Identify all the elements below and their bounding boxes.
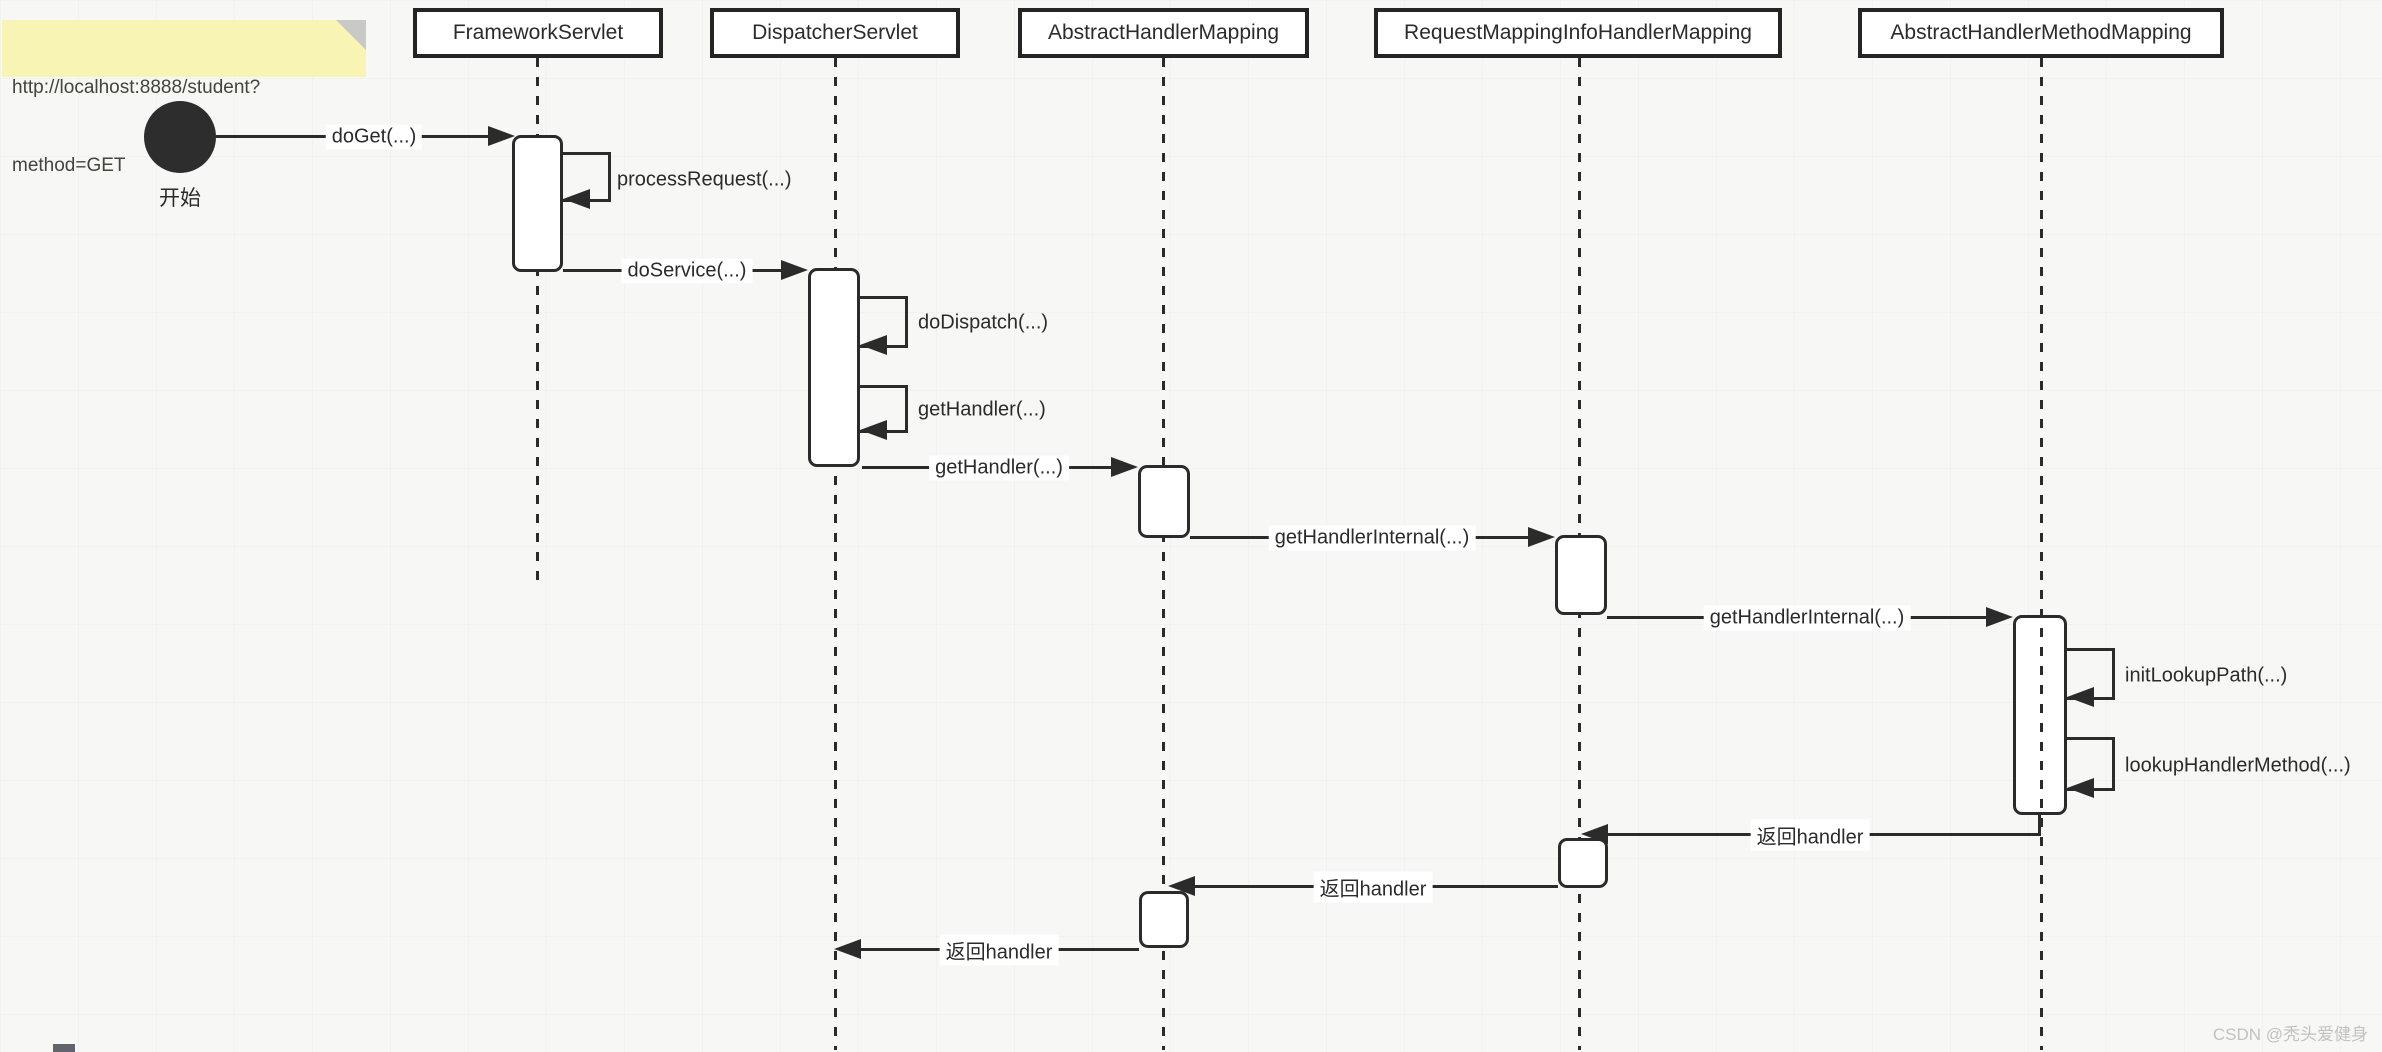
participant-label: AbstractHandlerMapping bbox=[1047, 21, 1280, 44]
lifeline-dispatcherservlet bbox=[834, 58, 837, 1050]
message-label-gethandler-self: getHandler(...) bbox=[918, 398, 1046, 421]
participant-label: RequestMappingInfoHandlerMapping bbox=[1404, 21, 1752, 44]
activation-abstracthandlermapping-1 bbox=[1138, 465, 1190, 538]
lifeline-abstracthandlermethodmapping bbox=[2040, 58, 2043, 1050]
return1-connector bbox=[2038, 815, 2041, 835]
return-3-arrowhead bbox=[834, 939, 861, 959]
return-1-arrowhead bbox=[1581, 824, 1608, 844]
lifeline-abstracthandlermapping bbox=[1162, 58, 1165, 1050]
gethandler-self-arrowhead bbox=[860, 420, 887, 440]
start-node bbox=[144, 101, 216, 173]
gethandler-arrowhead bbox=[1111, 457, 1138, 477]
message-label-gethandlerinternal-1: getHandlerInternal(...) bbox=[1268, 525, 1476, 551]
message-label-return-3: 返回handler bbox=[939, 934, 1059, 966]
initlookuppath-arrowhead bbox=[2067, 687, 2094, 707]
lookuphandlermethod-arrowhead bbox=[2067, 778, 2094, 798]
note-line-2: method=GET bbox=[12, 155, 126, 176]
screen-edge-artifact bbox=[53, 1044, 75, 1052]
doservice-arrowhead bbox=[781, 260, 808, 280]
activation-frameworkservlet bbox=[512, 135, 563, 272]
csdn-watermark: CSDN @秃头爱健身 bbox=[2212, 1025, 2368, 1044]
note-folded-corner-icon bbox=[336, 20, 366, 50]
note-line-1: http://localhost:8888/student? bbox=[12, 77, 261, 98]
return-2-arrowhead bbox=[1168, 876, 1195, 896]
participant-abstracthandlermethodmapping: AbstractHandlerMethodMapping bbox=[1858, 8, 2224, 58]
message-label-lookuphandlermethod: lookupHandlerMethod(...) bbox=[2125, 754, 2351, 777]
activation-requestmappinginfohandlermapping-2 bbox=[1558, 838, 1608, 888]
message-label-return-2: 返回handler bbox=[1313, 871, 1433, 903]
message-label-doservice: doService(...) bbox=[621, 258, 753, 284]
message-label-doget: doGet(...) bbox=[325, 124, 423, 150]
start-node-label: 开始 bbox=[159, 187, 201, 210]
message-label-gethandlerinternal-2: getHandlerInternal(...) bbox=[1703, 605, 1911, 631]
gethandlerinternal-2-arrowhead bbox=[1986, 607, 2013, 627]
participant-dispatcherservlet: DispatcherServlet bbox=[710, 8, 960, 58]
message-label-return-1: 返回handler bbox=[1750, 819, 1870, 851]
processrequest-arrowhead bbox=[563, 189, 590, 209]
activation-abstracthandlermapping-2 bbox=[1139, 891, 1189, 948]
dodispatch-arrowhead bbox=[860, 335, 887, 355]
gethandlerinternal-1-arrowhead bbox=[1528, 527, 1555, 547]
url-note: http://localhost:8888/student? method=GE… bbox=[2, 20, 366, 176]
participant-abstracthandlermapping: AbstractHandlerMapping bbox=[1018, 8, 1309, 58]
doget-arrowhead bbox=[488, 126, 515, 146]
participant-label: AbstractHandlerMethodMapping bbox=[1890, 21, 2192, 44]
participant-label: DispatcherServlet bbox=[752, 21, 918, 44]
activation-requestmappinginfohandlermapping-1 bbox=[1555, 535, 1607, 615]
activation-dispatcherservlet bbox=[808, 268, 860, 467]
participant-label: FrameworkServlet bbox=[452, 21, 624, 44]
lifeline-frameworkservlet bbox=[536, 58, 539, 583]
message-label-processrequest: processRequest(...) bbox=[617, 168, 792, 191]
message-label-initlookuppath: initLookupPath(...) bbox=[2125, 664, 2288, 687]
message-label-gethandler: getHandler(...) bbox=[929, 455, 1069, 481]
participant-frameworkservlet: FrameworkServlet bbox=[413, 8, 663, 58]
message-label-dodispatch: doDispatch(...) bbox=[918, 311, 1049, 334]
participant-requestmappinginfohandlermapping: RequestMappingInfoHandlerMapping bbox=[1374, 8, 1782, 58]
